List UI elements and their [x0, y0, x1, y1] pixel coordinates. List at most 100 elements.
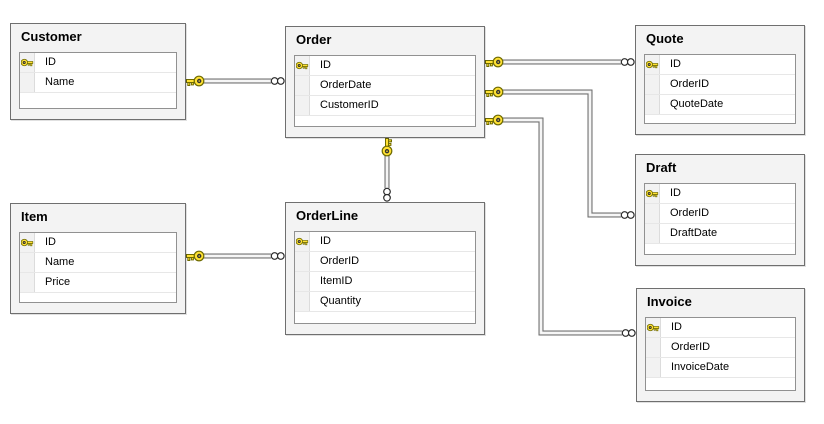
table-row-orderid[interactable]: OrderID — [645, 204, 795, 224]
primary-key-icon — [645, 189, 658, 198]
row-selector — [645, 204, 660, 223]
table-row-orderid[interactable]: OrderID — [646, 338, 795, 358]
table-row-id[interactable]: ID — [295, 232, 475, 252]
row-selector — [646, 338, 661, 357]
field-name: CustomerID — [320, 99, 379, 111]
field-name: ID — [45, 236, 56, 248]
row-selector — [646, 358, 661, 377]
table-row-name[interactable]: Name — [20, 253, 176, 273]
table-title-invoice: Invoice — [647, 294, 692, 309]
table-row-orderid[interactable]: OrderID — [645, 75, 795, 95]
field-name: ID — [670, 187, 681, 199]
infinity-many-side-icon — [620, 211, 635, 219]
table-row-id[interactable]: ID — [20, 233, 176, 253]
row-selector — [295, 252, 310, 271]
table-row-quotedate[interactable]: QuoteDate — [645, 95, 795, 115]
key-one-side-icon — [485, 86, 504, 98]
fk-order-customer-connector[interactable] — [186, 75, 285, 87]
row-selector — [645, 184, 660, 203]
table-row-invoicedate[interactable]: InvoiceDate — [646, 358, 795, 378]
row-selector — [295, 272, 310, 291]
row-selector — [645, 55, 660, 74]
table-row-draftdate[interactable]: DraftDate — [645, 224, 795, 244]
fk-invoice-order-connector[interactable] — [485, 114, 636, 337]
field-name: DraftDate — [670, 227, 718, 239]
table-title-order: Order — [296, 32, 332, 47]
row-selector — [20, 253, 35, 272]
row-selector — [645, 75, 660, 94]
table-row-id[interactable]: ID — [20, 53, 176, 73]
row-selector — [20, 233, 35, 252]
table-row-id[interactable]: ID — [646, 318, 795, 338]
field-name: Name — [45, 256, 75, 268]
row-selector — [20, 273, 35, 292]
fk-quote-order-connector[interactable] — [485, 56, 635, 68]
infinity-many-side-icon — [621, 329, 636, 337]
row-selector — [645, 224, 660, 243]
table-row-quantity[interactable]: Quantity — [295, 292, 475, 312]
field-name: OrderID — [320, 255, 360, 267]
fk-orderline-item-connector[interactable] — [186, 250, 285, 262]
field-name: ID — [45, 56, 56, 68]
field-name: Name — [45, 76, 75, 88]
table-title-customer: Customer — [21, 29, 82, 44]
table-grid: ID OrderID InvoiceDate — [645, 317, 796, 391]
table-row-id[interactable]: ID — [295, 56, 475, 76]
table-row-itemid[interactable]: ItemID — [295, 272, 475, 292]
infinity-many-side-icon — [620, 58, 635, 66]
primary-key-icon — [20, 58, 33, 67]
row-selector — [295, 232, 310, 251]
table-row-name[interactable]: Name — [20, 73, 176, 93]
field-name: QuoteDate — [670, 98, 724, 110]
key-one-side-icon — [186, 75, 205, 87]
table-row-id[interactable]: ID — [645, 184, 795, 204]
field-name: OrderID — [670, 78, 710, 90]
key-one-side-icon — [381, 138, 393, 157]
table-grid: ID OrderID QuoteDate — [644, 54, 796, 124]
table-title-quote: Quote — [646, 31, 684, 46]
row-selector — [646, 318, 661, 337]
table-row-orderid[interactable]: OrderID — [295, 252, 475, 272]
infinity-many-side-icon — [270, 77, 285, 85]
primary-key-icon — [646, 323, 659, 332]
row-selector — [20, 73, 35, 92]
field-name: OrderID — [671, 341, 711, 353]
fk-orderline-order-connector[interactable] — [381, 138, 393, 202]
primary-key-icon — [645, 60, 658, 69]
field-name: ID — [320, 235, 331, 247]
row-selector — [295, 96, 310, 115]
field-name: OrderID — [670, 207, 710, 219]
table-title-draft: Draft — [646, 160, 677, 175]
row-selector — [295, 76, 310, 95]
infinity-many-side-icon — [383, 187, 391, 202]
key-one-side-icon — [485, 114, 504, 126]
field-name: ID — [670, 58, 681, 70]
key-one-side-icon — [186, 250, 205, 262]
field-name: Quantity — [320, 295, 361, 307]
table-row-id[interactable]: ID — [645, 55, 795, 75]
field-name: InvoiceDate — [671, 361, 730, 373]
key-one-side-icon — [485, 56, 504, 68]
field-name: Price — [45, 276, 71, 288]
table-title-item: Item — [21, 209, 48, 224]
row-selector — [645, 95, 660, 114]
primary-key-icon — [20, 238, 33, 247]
table-row-price[interactable]: Price — [20, 273, 176, 293]
field-name: ID — [320, 59, 331, 71]
primary-key-icon — [295, 237, 308, 246]
table-row-customerid[interactable]: CustomerID — [295, 96, 475, 116]
fk-draft-order-connector[interactable] — [485, 86, 635, 219]
row-selector — [295, 292, 310, 311]
table-title-orderline: OrderLine — [296, 208, 359, 223]
table-row-orderdate[interactable]: OrderDate — [295, 76, 475, 96]
table-grid: ID OrderID DraftDate — [644, 183, 796, 255]
